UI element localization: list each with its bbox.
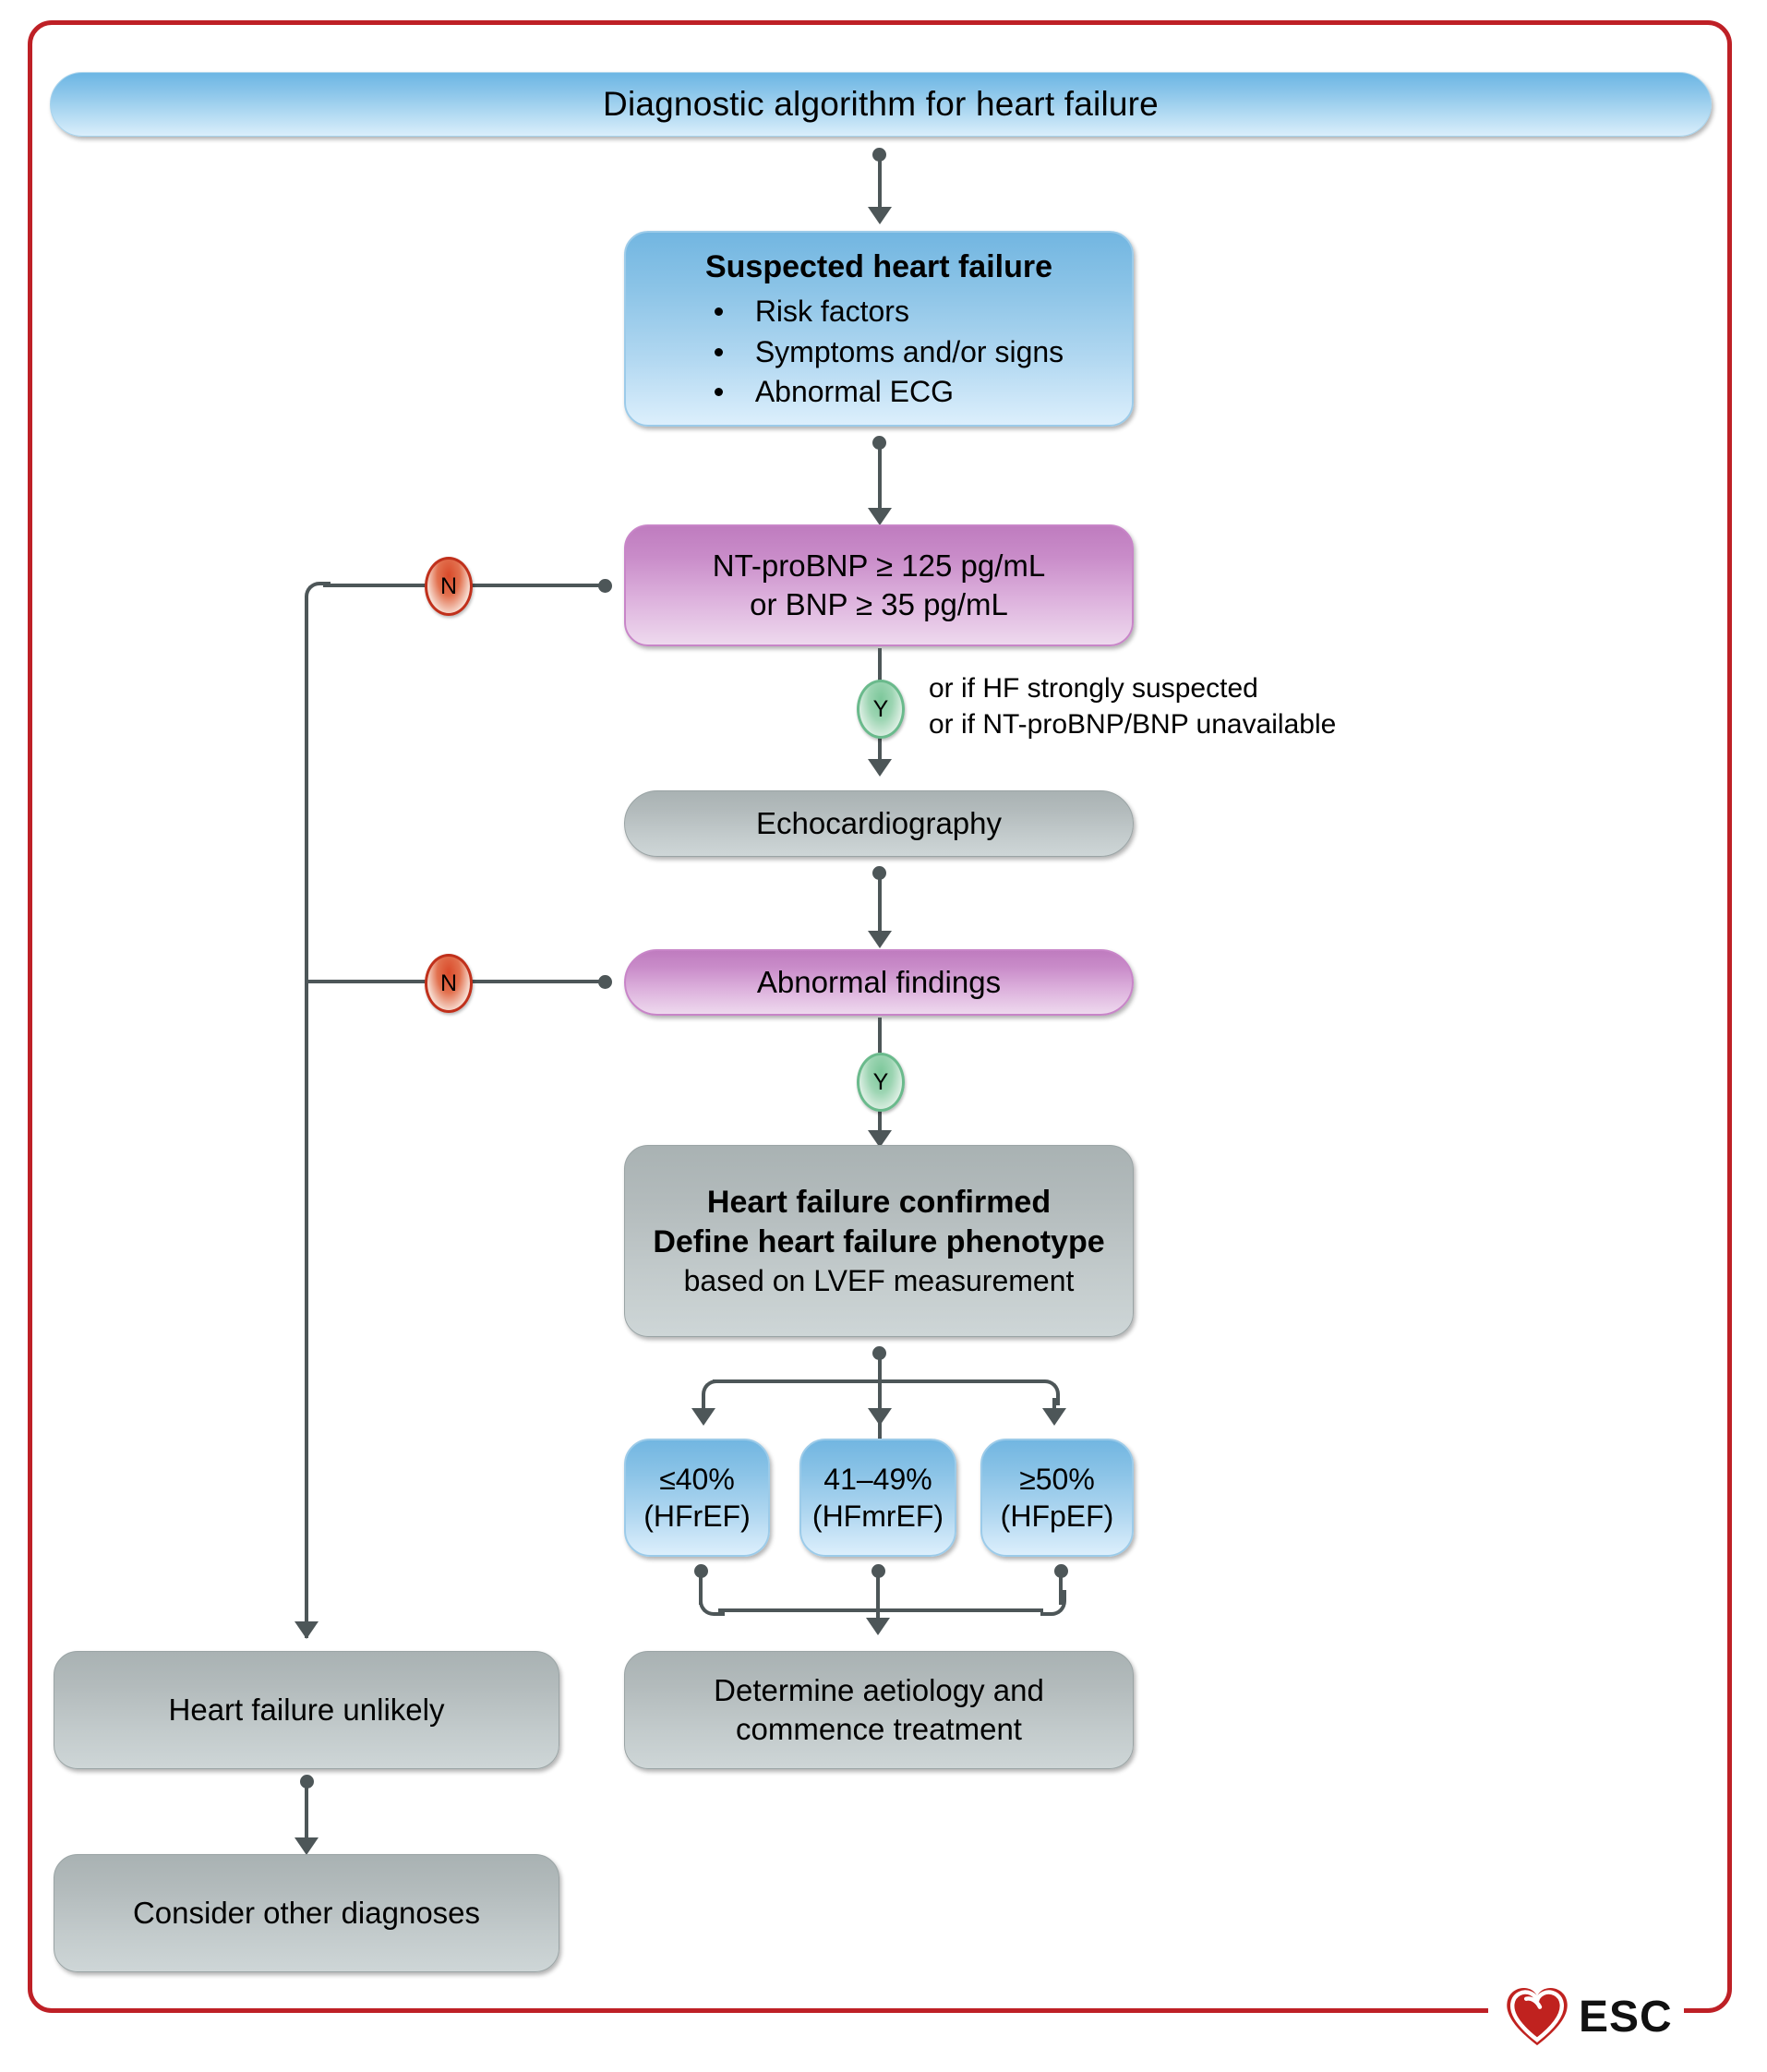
node-heart-failure-unlikely: Heart failure unlikely	[54, 1651, 559, 1769]
page-title: Diagnostic algorithm for heart failure	[603, 84, 1159, 123]
connector-line	[878, 872, 882, 934]
node-line: (HFmrEF)	[811, 1500, 944, 1533]
connector-line	[876, 1572, 880, 1629]
connector-arrow	[868, 508, 892, 525]
connector-arrow	[1042, 1408, 1066, 1426]
connector-elbow	[1034, 1379, 1060, 1405]
connector-line	[878, 648, 882, 681]
node-line: based on LVEF measurement	[683, 1263, 1075, 1297]
node-natriuretic-peptide-threshold: NT-proBNP ≥ 125 pg/mL or BNP ≥ 35 pg/mL	[624, 524, 1134, 646]
note-line: or if NT-proBNP/BNP unavailable	[929, 709, 1337, 740]
connector-line	[878, 1352, 882, 1459]
yes-branch-note: or if HF strongly suspected or if NT-pro…	[929, 670, 1336, 742]
marker-no-biomarker: N	[425, 557, 473, 616]
node-line: Echocardiography	[756, 806, 1002, 841]
node-line: Determine aetiology and	[714, 1673, 1044, 1708]
list-item: Risk factors	[694, 293, 1064, 330]
connector-line	[878, 1018, 882, 1053]
connector-arrow	[866, 1618, 890, 1635]
connector-line	[305, 1780, 308, 1841]
note-line: or if HF strongly suspected	[929, 673, 1258, 704]
connector-elbow	[702, 1379, 727, 1405]
connector-line	[713, 1379, 1043, 1383]
connector-line	[718, 1608, 1043, 1612]
connector-dot	[694, 1564, 708, 1578]
list-item: Abnormal ECG	[694, 373, 1064, 410]
node-line: ≥50%	[1019, 1462, 1095, 1496]
connector-line	[878, 153, 882, 211]
connector-arrow	[868, 759, 892, 777]
node-abnormal-findings: Abnormal findings	[624, 949, 1134, 1016]
node-suspected-heart-failure: Suspected heart failure Risk factors Sym…	[624, 231, 1134, 427]
connector-arrow	[294, 1621, 319, 1639]
marker-label: Y	[872, 695, 889, 722]
node-echocardiography: Echocardiography	[624, 790, 1134, 857]
marker-yes-abnormal: Y	[857, 1053, 905, 1112]
node-line: 41–49%	[823, 1462, 932, 1496]
connector-arrow	[868, 207, 892, 224]
risk-bullet-list: Risk factors Symptoms and/or signs Abnor…	[694, 290, 1064, 410]
connector-arrow	[868, 931, 892, 948]
node-line: Heart failure unlikely	[168, 1693, 445, 1728]
heart-icon	[1507, 1987, 1568, 2046]
connector-elbow	[1040, 1590, 1066, 1616]
list-item: Symptoms and/or signs	[694, 333, 1064, 370]
marker-label: N	[439, 970, 458, 996]
node-line: Heart failure confirmed	[706, 1185, 1052, 1221]
connector-arrow	[868, 1130, 892, 1148]
esc-logo-text: ESC	[1579, 1992, 1673, 2042]
connector-line	[878, 441, 882, 512]
node-line: Define heart failure phenotype	[653, 1223, 1105, 1259]
node-determine-aetiology: Determine aetiology and commence treatme…	[624, 1651, 1134, 1769]
marker-label: Y	[872, 1068, 889, 1095]
node-consider-other-diagnoses: Consider other diagnoses	[54, 1854, 559, 1972]
esc-logo: ESC	[1503, 1974, 1678, 2059]
connector-arrow	[868, 1408, 892, 1426]
node-line: Consider other diagnoses	[132, 1896, 481, 1931]
node-line: Abnormal findings	[756, 965, 1002, 1000]
marker-yes-biomarker: Y	[857, 680, 905, 739]
connector-arrow	[294, 1837, 319, 1855]
connector-elbow	[699, 1590, 725, 1616]
connector-arrow	[691, 1408, 715, 1426]
node-hfmref: 41–49% (HFmrEF)	[799, 1439, 956, 1557]
connector-elbow	[305, 582, 331, 609]
connector-line	[878, 731, 882, 765]
node-line: ≤40%	[659, 1462, 735, 1496]
connector-line	[699, 1572, 703, 1605]
node-line: commence treatment	[736, 1712, 1022, 1746]
connector-dot	[871, 1564, 885, 1578]
node-line: (HFrEF)	[643, 1500, 751, 1533]
node-line: (HFpEF)	[1000, 1500, 1114, 1533]
connector-line-merge	[305, 602, 308, 1638]
node-line: or BNP ≥ 35 pg/mL	[750, 587, 1008, 621]
marker-no-abnormal: N	[425, 954, 473, 1013]
node-hfref: ≤40% (HFrEF)	[624, 1439, 770, 1557]
diagram-title-bar: Diagnostic algorithm for heart failure	[50, 72, 1712, 137]
connector-line	[878, 1104, 882, 1136]
node-heart-failure-confirmed: Heart failure confirmed Define heart fai…	[624, 1145, 1134, 1337]
node-hfpef: ≥50% (HFpEF)	[980, 1439, 1134, 1557]
connector-line	[1059, 1572, 1063, 1605]
marker-label: N	[439, 572, 458, 599]
node-line: NT-proBNP ≥ 125 pg/mL	[712, 548, 1046, 584]
connector-dot	[1054, 1564, 1068, 1578]
node-heading: Suspected heart failure	[704, 248, 1052, 284]
